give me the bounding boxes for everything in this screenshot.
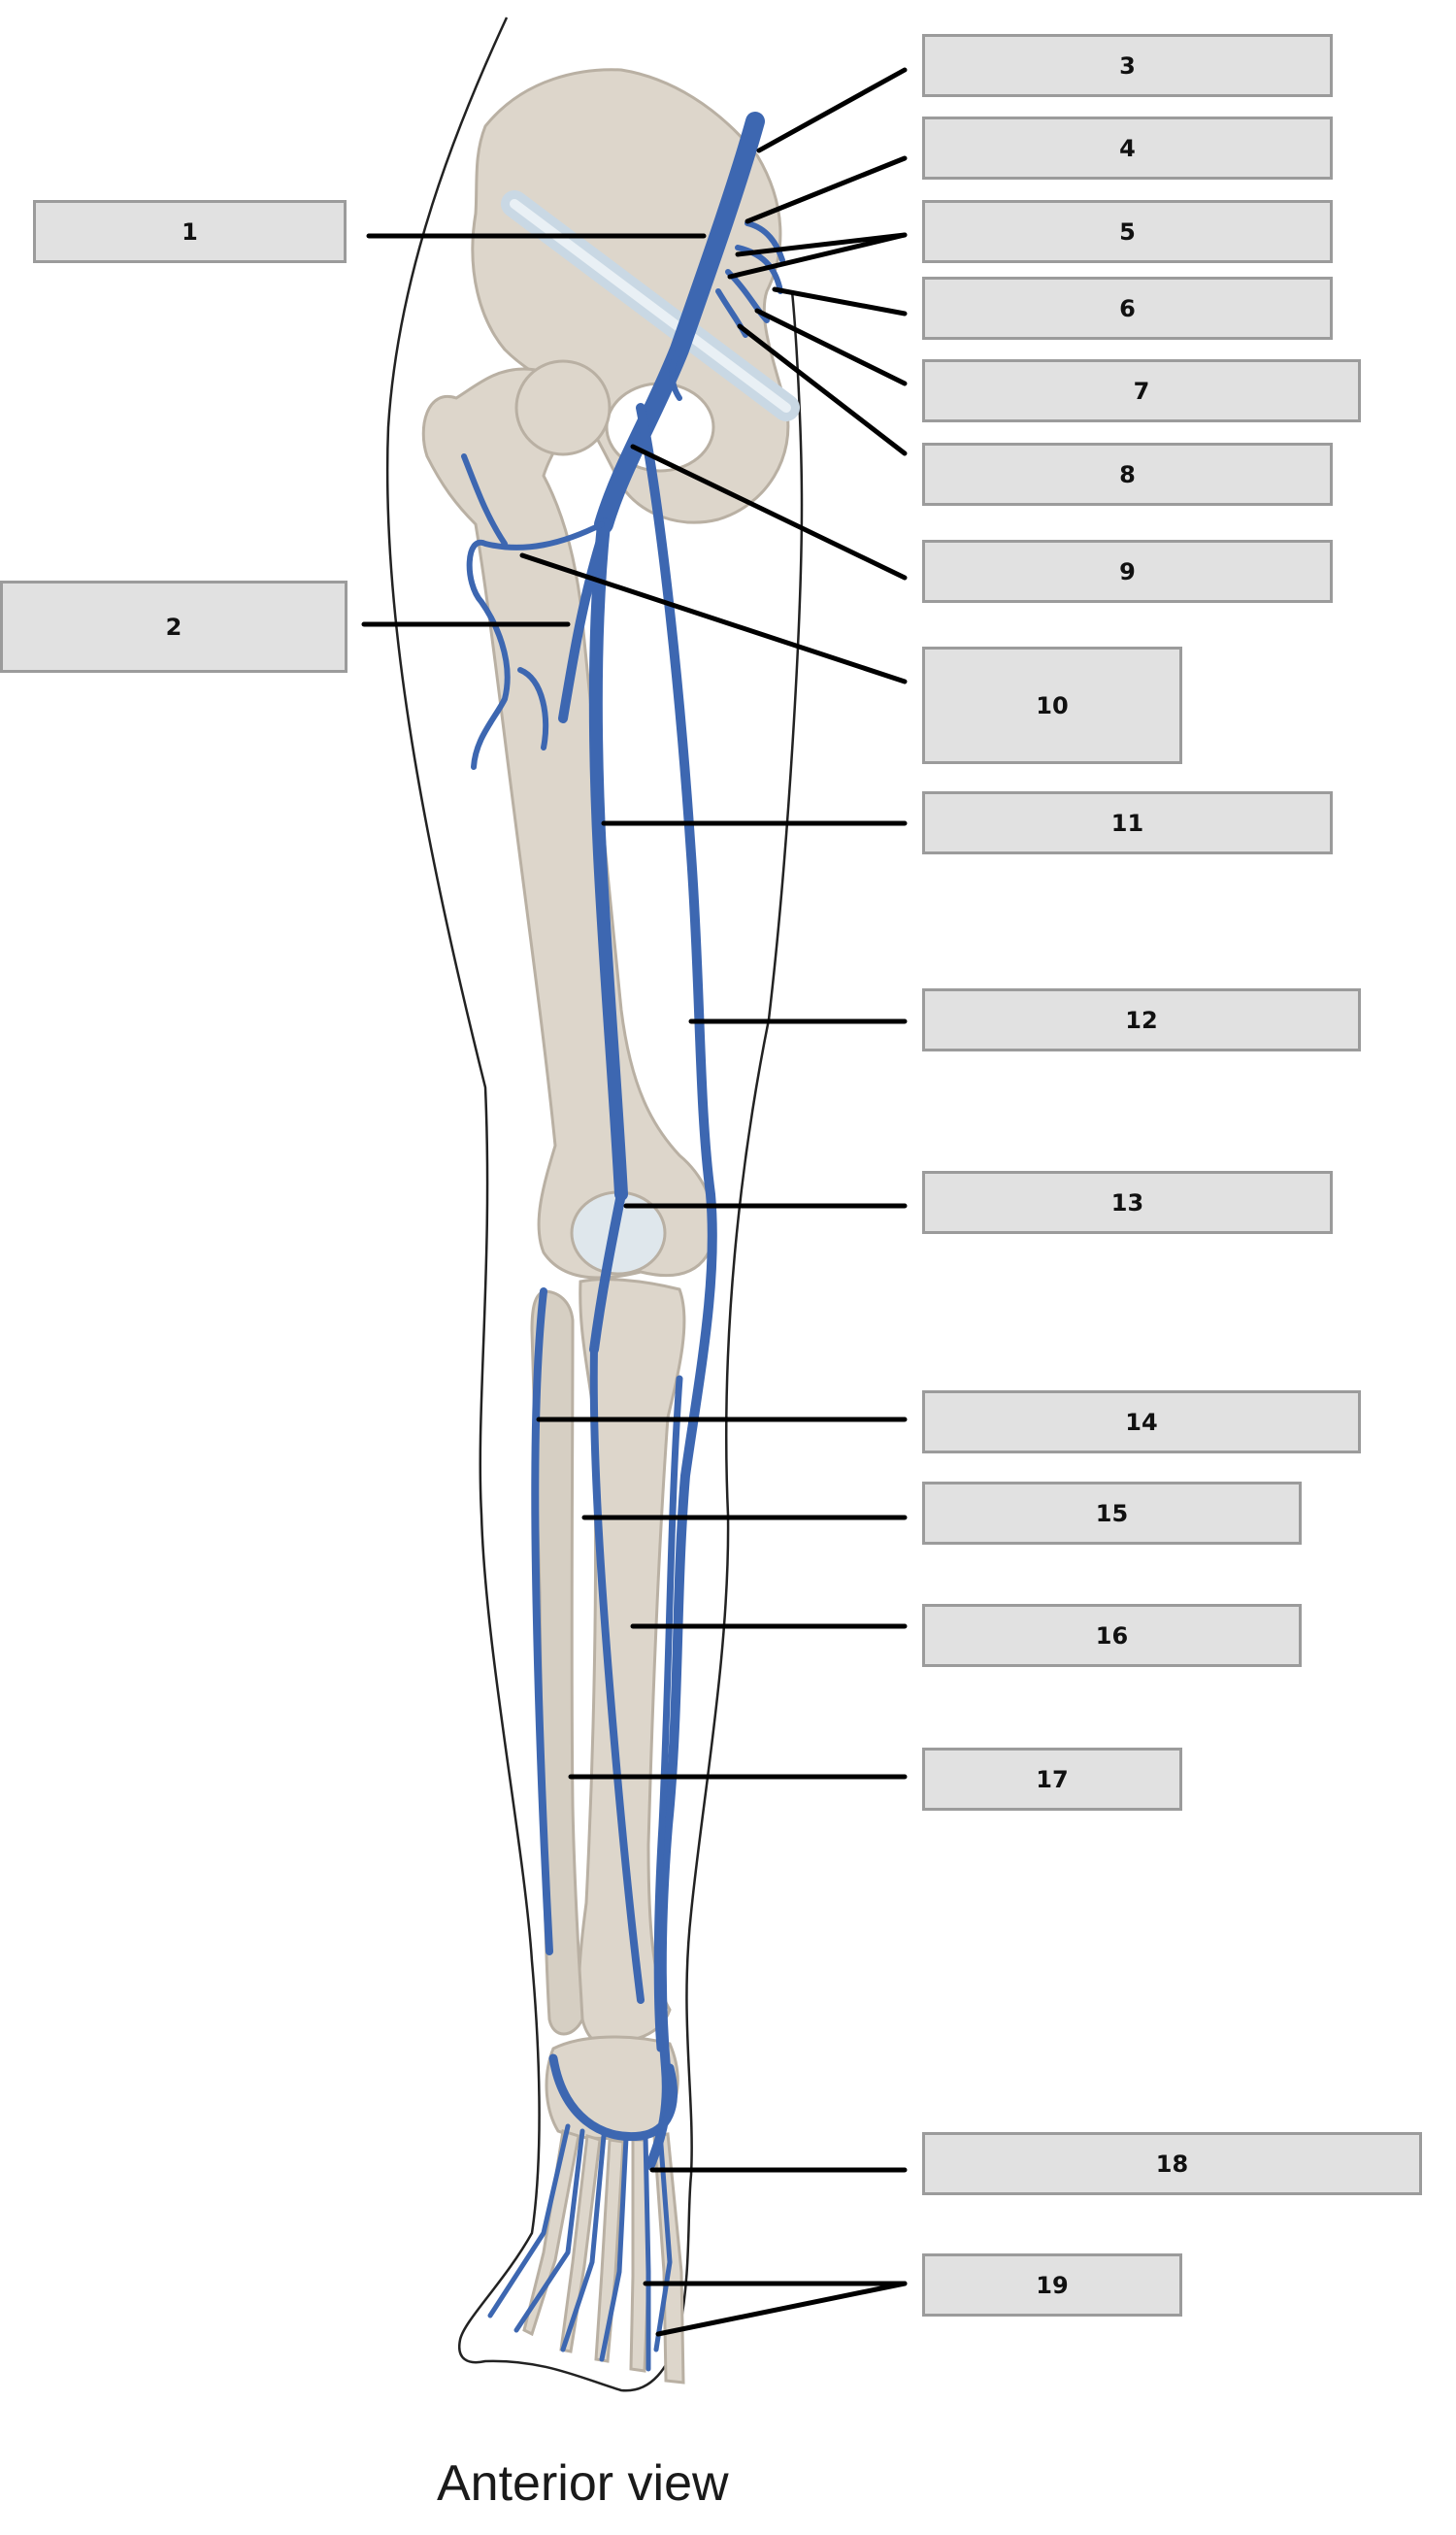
femoral-vein xyxy=(588,517,628,1201)
label-box-13[interactable]: 13 xyxy=(922,1171,1333,1234)
label-box-1[interactable]: 1 xyxy=(33,200,347,263)
label-box-7[interactable]: 7 xyxy=(922,359,1361,422)
label-box-8[interactable]: 8 xyxy=(922,443,1333,506)
veins xyxy=(461,112,785,2372)
view-caption: Anterior view xyxy=(437,2455,729,2512)
circumflex-femoral-vein xyxy=(466,521,605,770)
label-box-19[interactable]: 19 xyxy=(922,2253,1182,2317)
digital-veins xyxy=(487,2123,673,2372)
label-box-15[interactable]: 15 xyxy=(922,1482,1302,1545)
skin-outline xyxy=(385,17,804,2392)
label-box-3[interactable]: 3 xyxy=(922,34,1333,97)
skeleton xyxy=(421,68,790,2385)
femoral-head xyxy=(514,359,612,456)
great-saphenous-vein xyxy=(636,403,717,2170)
label-box-12[interactable]: 12 xyxy=(922,988,1361,1051)
label-box-6[interactable]: 6 xyxy=(922,277,1333,340)
tibia xyxy=(578,1278,686,2044)
label-box-11[interactable]: 11 xyxy=(922,791,1333,854)
label-box-17[interactable]: 17 xyxy=(922,1748,1182,1811)
label-box-5[interactable]: 5 xyxy=(922,200,1333,263)
label-box-9[interactable]: 9 xyxy=(922,540,1333,603)
label-box-16[interactable]: 16 xyxy=(922,1604,1302,1667)
popliteal-vein xyxy=(589,1189,626,1354)
posterior-tibial-vein xyxy=(653,1375,683,2052)
label-box-18[interactable]: 18 xyxy=(922,2132,1422,2195)
leader-lines xyxy=(361,67,908,2337)
small-saphenous-vein xyxy=(531,1287,553,1955)
label-box-10[interactable]: 10 xyxy=(922,647,1182,764)
dorsal-venous-arch xyxy=(548,2053,678,2142)
label-box-4[interactable]: 4 xyxy=(922,117,1333,180)
label-box-2[interactable]: 2 xyxy=(0,581,347,673)
label-box-14[interactable]: 14 xyxy=(922,1390,1361,1453)
deep-femoral-vein xyxy=(558,539,605,723)
anterior-tibial-vein xyxy=(589,1346,645,2004)
